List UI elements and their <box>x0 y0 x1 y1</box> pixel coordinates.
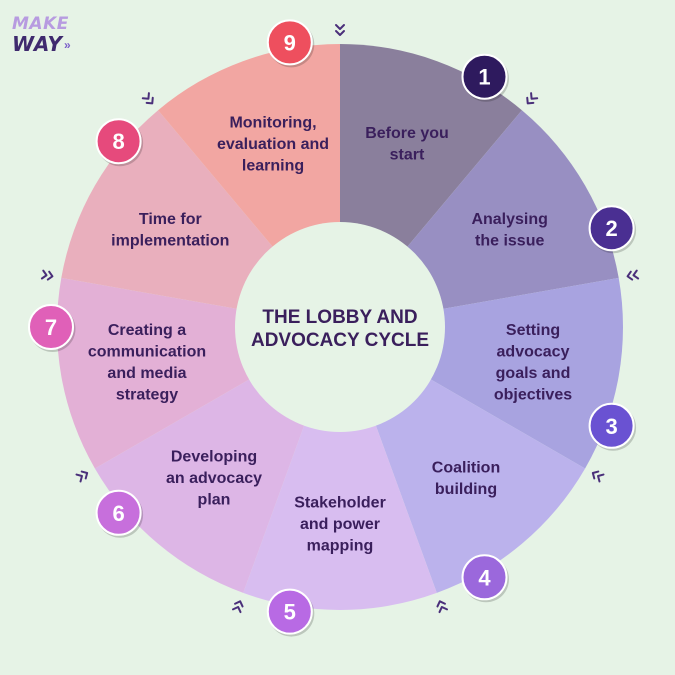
step-number-4: 4 <box>478 565 491 590</box>
step-badge-1: 1 <box>461 53 509 102</box>
step-number-7: 7 <box>45 315 57 340</box>
step-number-9: 9 <box>284 30 296 55</box>
step-badge-6: 6 <box>95 489 144 538</box>
step-badge-8: 8 <box>95 118 144 167</box>
makeway-logo: MAKE WAY » <box>12 14 82 66</box>
cycle-step-badges: 1 2 3 4 5 6 7 8 9 <box>28 19 637 637</box>
step-badge-9: 9 <box>266 19 315 68</box>
cycle-arrows <box>40 24 640 614</box>
step-badge-5: 5 <box>266 588 315 637</box>
cycle-arrow-icon-3 <box>626 269 640 281</box>
center-hub <box>235 222 445 432</box>
cycle-arrow-icon-7 <box>75 470 89 483</box>
cycle-arrow-icon-5 <box>436 600 449 614</box>
cycle-arrow-icon-1 <box>335 24 345 36</box>
step-badge-3: 3 <box>588 402 637 451</box>
step-number-5: 5 <box>284 600 296 625</box>
step-number-8: 8 <box>112 129 124 154</box>
center-title-line2: ADVOCACY CYCLE <box>251 330 429 351</box>
step-badge-7: 7 <box>28 304 76 352</box>
cycle-arrow-icon-8 <box>40 269 54 281</box>
cycle-arrow-icon-2 <box>526 92 539 105</box>
cycle-segment-5 <box>243 327 437 610</box>
step-badge-4: 4 <box>461 554 509 603</box>
cycle-arrow-icon-9 <box>141 92 154 105</box>
logo-arrows-icon: » <box>64 38 71 52</box>
center-title-line1: THE LOBBY AND <box>262 307 417 328</box>
step-number-6: 6 <box>112 501 124 526</box>
step-number-1: 1 <box>478 65 490 90</box>
cycle-arrow-icon-4 <box>591 470 605 483</box>
step-badge-2: 2 <box>588 205 637 254</box>
step-number-2: 2 <box>605 216 617 241</box>
cycle-arrow-icon-6 <box>231 600 244 614</box>
step-number-3: 3 <box>605 414 617 439</box>
logo-line-make: MAKE <box>12 14 69 34</box>
logo-line-way: WAY <box>12 32 63 56</box>
